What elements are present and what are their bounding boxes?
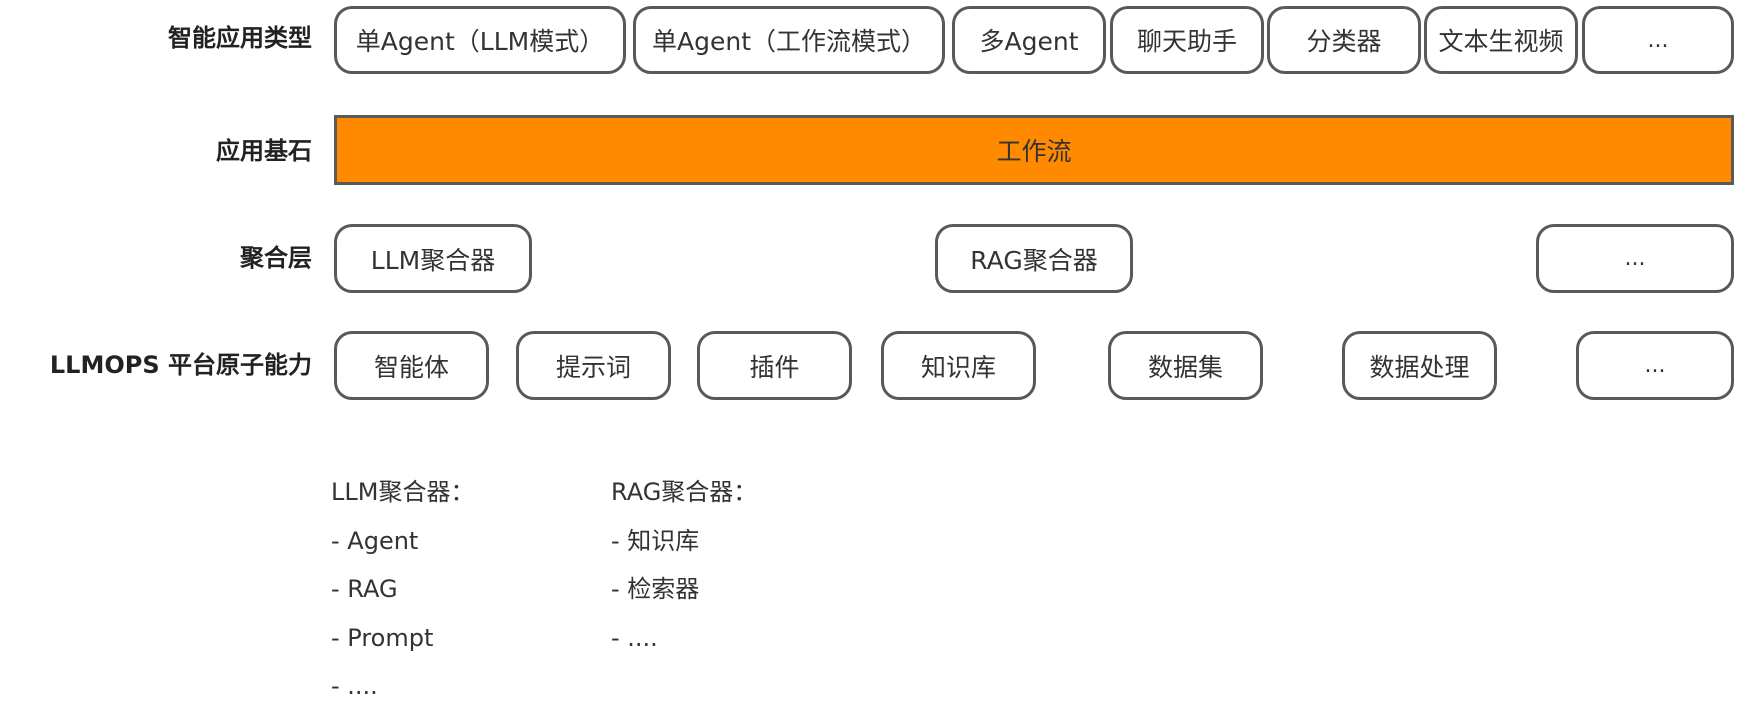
notes-title: LLM聚合器： (331, 478, 475, 506)
app-type-box: ... (1582, 6, 1734, 74)
atomic-capability-box: 知识库 (881, 331, 1036, 400)
app-type-box: 单Agent（工作流模式） (633, 6, 945, 74)
notes-title: RAG聚合器： (611, 478, 758, 506)
app-type-box: 分类器 (1267, 6, 1421, 74)
atomic-capability-box: 数据集 (1108, 331, 1263, 400)
atomic-capability-box: 智能体 (334, 331, 489, 400)
aggregator-box: ... (1536, 224, 1734, 293)
row-label-atomic: LLMOPS 平台原子能力 (49, 351, 312, 379)
notes-line: - 检索器 (611, 575, 700, 603)
aggregator-box: LLM聚合器 (334, 224, 532, 293)
row-label-foundation: 应用基石 (216, 137, 312, 165)
row-label-aggregation: 聚合层 (240, 244, 312, 272)
row-label-app-types: 智能应用类型 (168, 24, 312, 52)
notes-line: - RAG (331, 575, 398, 603)
app-type-box: 聊天助手 (1110, 6, 1264, 74)
notes-line: - .... (611, 623, 658, 652)
rag-aggregator-notes: RAG聚合器： - 知识库 - 检索器 - .... (611, 468, 757, 662)
notes-line: - Agent (331, 526, 419, 555)
app-type-box: 单Agent（LLM模式） (334, 6, 626, 74)
atomic-capability-box: 数据处理 (1342, 331, 1497, 400)
app-type-box: 多Agent (952, 6, 1106, 74)
notes-line: - Prompt (331, 623, 434, 652)
atomic-capability-box: 插件 (697, 331, 852, 400)
foundation-bar: 工作流 (334, 115, 1734, 185)
notes-line: - .... (331, 672, 378, 700)
atomic-capability-box: 提示词 (516, 331, 671, 400)
llm-aggregator-notes: LLM聚合器： - Agent - RAG - Prompt - .... (331, 468, 474, 711)
atomic-capability-box: ... (1576, 331, 1734, 400)
app-type-box: 文本生视频 (1424, 6, 1578, 74)
foundation-bar-text: 工作流 (996, 137, 1072, 166)
aggregator-box: RAG聚合器 (935, 224, 1133, 293)
notes-line: - 知识库 (611, 526, 700, 555)
